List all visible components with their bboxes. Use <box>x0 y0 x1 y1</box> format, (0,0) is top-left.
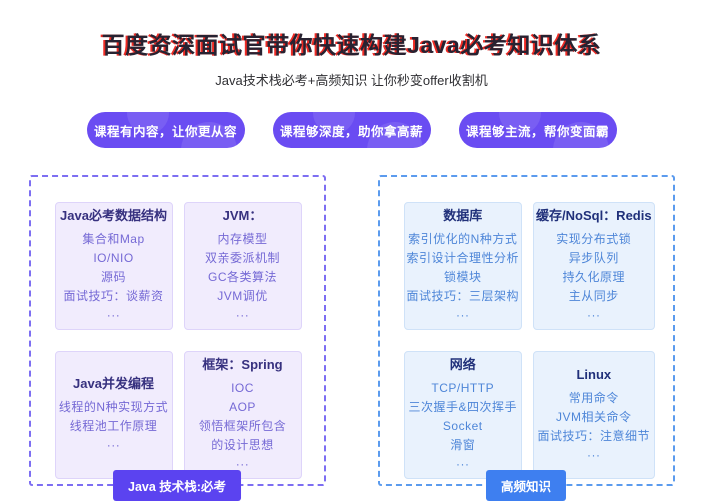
benefit-pills-row: 课程有内容，让你更从容 课程够深度，助你拿高薪 课程够主流，帮你变面霸 <box>0 112 703 148</box>
topic-card-item: 异步队列 <box>568 251 619 265</box>
topic-card: 数据库索引优化的N种方式索引设计合理性分析锁模块面试技巧：三层架构 ··· <box>403 202 523 330</box>
topic-card-item: 锁模块 <box>444 270 482 284</box>
topic-card-item: 面试技巧：谈薪资 <box>63 289 164 303</box>
page-subtitle: Java技术栈必考+高频知识 让你秒变offer收割机 <box>215 73 488 88</box>
topic-card-item: ··· <box>106 438 121 452</box>
topic-card-item: 持久化原理 <box>562 270 626 284</box>
topic-card-item: 线程的N种实现方式 <box>58 400 169 414</box>
topic-card-item: 领悟框架所包含 <box>198 419 287 433</box>
topic-card-item: Socket <box>442 419 483 433</box>
topic-card-item: ··· <box>106 308 121 322</box>
java-stack-badge[interactable]: Java 技术栈:必考 <box>113 470 241 501</box>
topic-card-item: 面试技巧：注意细节 <box>537 428 651 443</box>
topic-card-title: 数据库 <box>443 208 483 223</box>
topic-card: Linux 常用命令 JVM相关命令面试技巧：注意细节 ··· <box>533 351 655 479</box>
topic-card-item: ··· <box>456 308 470 322</box>
topic-card-item: ··· <box>587 447 601 462</box>
high-frequency-badge[interactable]: 高频知识 <box>485 470 567 501</box>
topic-card-item: ··· <box>235 457 250 471</box>
high-frequency-cards: 数据库索引优化的N种方式索引设计合理性分析锁模块面试技巧：三层架构···缓存/N… <box>403 202 655 479</box>
topic-card-item: 三次握手&四次挥手 <box>408 400 518 414</box>
topic-card-item: 滑窗 <box>450 438 476 452</box>
topic-card-item: ··· <box>456 457 470 471</box>
topic-card-title: Linux <box>576 366 612 382</box>
topic-card-title: Java必考数据结构 <box>60 208 167 223</box>
topic-card-item: 集合和Map <box>82 232 145 246</box>
topic-card-item: 双亲委派机制 <box>204 251 280 265</box>
topic-card: 网络 TCP/HTTP 三次握手&四次挥手 Socket 滑窗 ··· <box>403 351 523 479</box>
topic-card-item: JVM调优 <box>217 289 268 303</box>
topic-card-title: 网络 <box>449 357 476 372</box>
topic-card-item: 主从同步 <box>568 289 619 303</box>
topic-card-item: GC各类算法 <box>207 270 277 284</box>
topic-card: JVM： 内存模型双亲委派机制 GC各类算法 JVM调优 ··· <box>183 202 302 330</box>
topic-card-item: IO/NIO <box>93 251 134 265</box>
benefit-pill-content[interactable]: 课程有内容，让你更从容 <box>86 112 245 148</box>
topic-card-item: 源码 <box>100 270 126 284</box>
topic-card: 缓存/NoSql：Redis 实现分布式锁异步队列持久化原理主从同步 ··· <box>533 202 655 330</box>
page-title: 百度资深面试官带你快速构建Java必考知识体系 <box>101 32 602 58</box>
topic-card-item: ··· <box>587 308 601 322</box>
topic-card-item: 索引优化的N种方式 <box>408 232 518 246</box>
topic-card-item: AOP <box>229 400 256 414</box>
section-high-frequency: 数据库索引优化的N种方式索引设计合理性分析锁模块面试技巧：三层架构···缓存/N… <box>377 175 675 501</box>
topic-card-item: IOC <box>231 381 254 395</box>
topic-card-title: Java并发编程 <box>73 376 154 391</box>
benefit-pill-mainstream[interactable]: 课程够主流，帮你变面霸 <box>458 112 617 148</box>
topic-card: Java并发编程线程的N种实现方式线程池工作原理 ··· <box>54 351 173 479</box>
topic-card-title: 框架：Spring <box>202 357 283 372</box>
topic-card-title: 缓存/NoSql：Redis <box>536 208 652 223</box>
topic-card-item: ··· <box>235 308 250 322</box>
topic-card-item: 常用命令 <box>568 390 619 405</box>
topic-card-item: 实现分布式锁 <box>556 232 632 246</box>
topic-card-item: TCP/HTTP <box>431 381 495 395</box>
topic-card-item: 内存模型 <box>217 232 268 246</box>
topic-card-item: 线程池工作原理 <box>69 419 158 433</box>
benefit-pill-depth[interactable]: 课程够深度，助你拿高薪 <box>272 112 431 148</box>
topic-card-title: JVM： <box>222 208 263 223</box>
topic-card-item: JVM相关命令 <box>556 409 632 424</box>
topic-card-item: 面试技巧：三层架构 <box>406 289 520 303</box>
topic-card-item: 索引设计合理性分析 <box>406 251 520 265</box>
topic-card-item: 的设计思想 <box>211 438 274 452</box>
